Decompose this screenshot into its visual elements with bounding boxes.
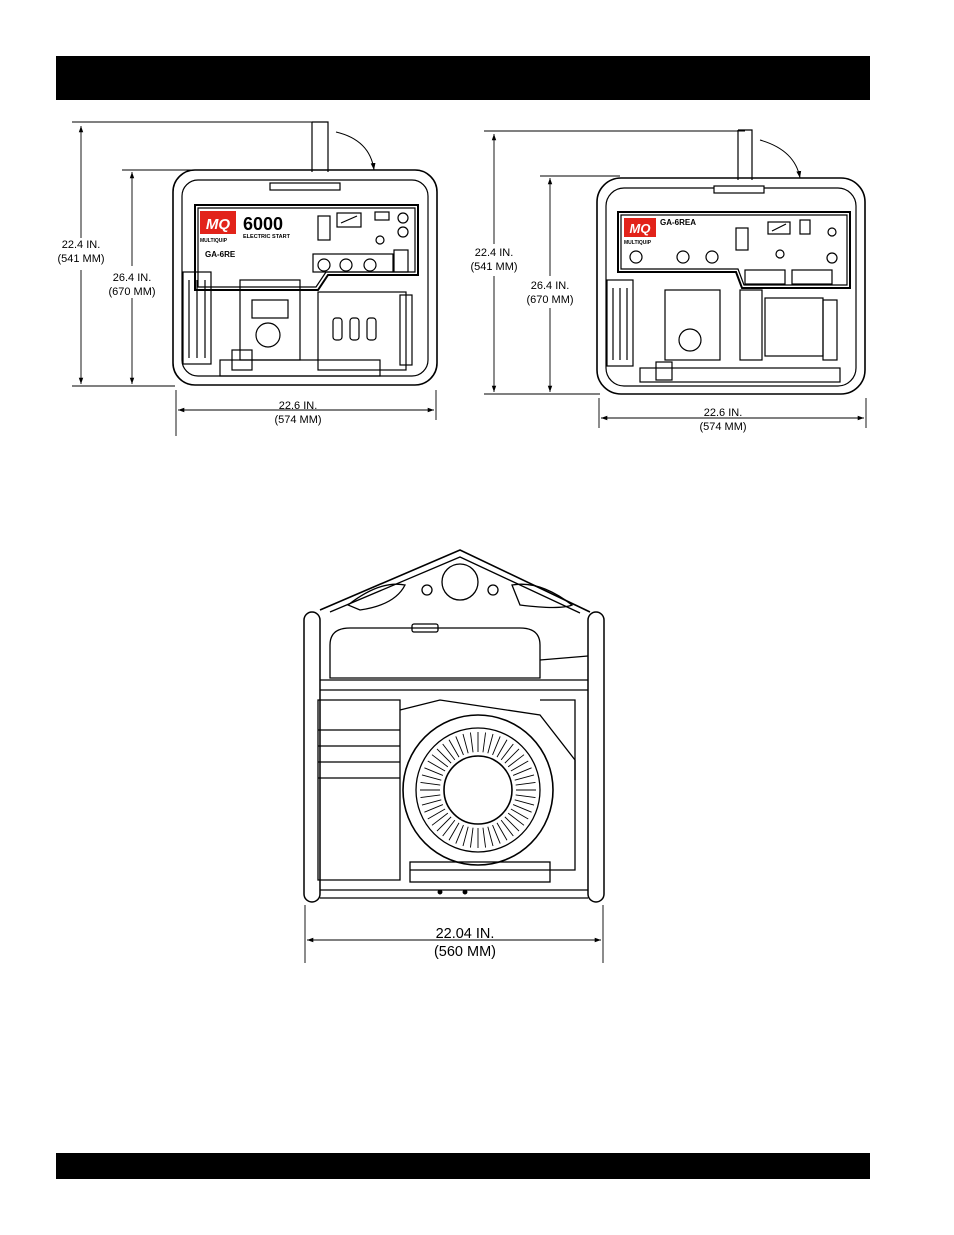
flywheel-fin	[493, 825, 501, 843]
flywheel-fin	[422, 775, 441, 780]
flywheel-fin	[493, 736, 501, 754]
dim-height-outer-in-right: 22.4 IN.	[475, 247, 514, 259]
dim-width-mm: (574 MM)	[274, 414, 321, 426]
svg-text:MQ: MQ	[630, 221, 651, 236]
dim-height-inner-mm: (670 MM)	[108, 286, 155, 298]
model-name: GA-6RE	[205, 250, 236, 259]
flywheel-fin	[437, 749, 451, 763]
svg-text:MQ: MQ	[206, 216, 230, 233]
flywheel-fin	[437, 817, 451, 831]
flywheel-fin	[513, 768, 531, 776]
flywheel-fin	[516, 795, 536, 798]
flywheel-fin	[505, 749, 519, 763]
flywheel-fin	[424, 768, 442, 776]
flywheel-fin	[420, 782, 440, 785]
model-subtitle: ELECTRIC START	[243, 234, 291, 240]
flywheel-fin	[463, 827, 468, 846]
dim-height-outer-in: 22.4 IN.	[62, 239, 101, 251]
dim-height-outer-mm-right: (541 MM)	[470, 261, 517, 273]
flywheel-fin	[488, 827, 493, 846]
flywheel-fin	[515, 775, 534, 780]
flywheel-fin	[420, 795, 440, 798]
dim-height-inner-in: 26.4 IN.	[113, 272, 152, 284]
dim-side-width-in: 22.04 IN.	[436, 926, 495, 942]
model-number: 6000	[243, 214, 283, 234]
flywheel-fin	[456, 825, 464, 843]
flywheel-fin	[463, 734, 468, 753]
flywheel-fin	[515, 800, 534, 805]
dim-width-mm-right: (574 MM)	[699, 421, 746, 433]
dim-side-width-mm: (560 MM)	[434, 944, 496, 960]
dim-width-in-right: 22.6 IN.	[704, 407, 743, 419]
dim-height-outer-mm: (541 MM)	[57, 253, 104, 265]
flywheel-fin	[424, 805, 442, 813]
svg-text:MULTIQUIP: MULTIQUIP	[624, 240, 652, 246]
dim-width-in: 22.6 IN.	[279, 400, 318, 412]
flywheel-fin	[516, 782, 536, 785]
flywheel-fin	[483, 828, 486, 848]
side-view	[304, 550, 604, 902]
side-view-fins	[420, 732, 536, 848]
flywheel-fin	[488, 734, 493, 753]
flywheel-fin	[513, 805, 531, 813]
dim-height-inner-mm-right: (670 MM)	[526, 294, 573, 306]
flywheel-fin	[483, 732, 486, 752]
front-view-ga6rea	[597, 130, 865, 394]
flywheel-fin	[505, 817, 519, 831]
flywheel-fin	[470, 732, 473, 752]
flywheel-fin	[422, 800, 441, 805]
dim-height-inner-in-right: 26.4 IN.	[531, 280, 570, 292]
flywheel-fin	[470, 828, 473, 848]
model-name-right: GA-6REA	[660, 218, 696, 227]
flywheel-fin	[456, 736, 464, 754]
svg-text:MULTIQUIP: MULTIQUIP	[200, 238, 228, 244]
